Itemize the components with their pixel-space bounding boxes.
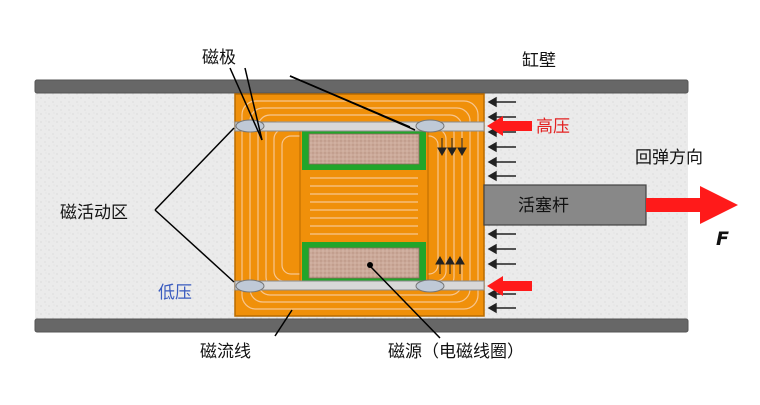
source-marker-dot <box>367 262 373 268</box>
label-active-zone: 磁活动区 <box>60 203 128 223</box>
label-piston-rod: 活塞杆 <box>518 196 569 216</box>
piston-rod <box>483 184 647 226</box>
label-force: F <box>716 228 729 250</box>
flux-lines-center <box>310 177 418 235</box>
leader-lines <box>154 67 441 339</box>
low-pressure-arrow <box>487 276 532 296</box>
label-high-pressure: 高压 <box>536 117 570 137</box>
force-arrow <box>646 186 738 224</box>
flow-arrows-up <box>435 255 465 274</box>
active-zone-top-right <box>415 119 445 133</box>
label-source: 磁源（电磁线圈） <box>388 342 524 362</box>
coil-top <box>308 133 420 165</box>
gap-top <box>234 121 485 132</box>
pressure-arrows-small <box>487 96 516 314</box>
label-rebound-direction: 回弹方向 <box>635 148 703 168</box>
label-low-pressure: 低压 <box>158 283 192 303</box>
coil-bottom <box>308 247 420 279</box>
label-wall: 缸壁 <box>522 50 556 71</box>
cylinder-wall-top <box>34 79 689 94</box>
core-middle <box>309 170 419 242</box>
flow-arrows-down <box>437 138 467 157</box>
high-pressure-arrow <box>487 116 532 136</box>
active-zone-bottom-left <box>235 279 265 293</box>
label-pole: 磁极 <box>202 48 236 68</box>
label-flux-line: 磁流线 <box>200 342 251 362</box>
gap-bottom <box>234 280 485 291</box>
active-zone-bottom-right <box>415 279 445 293</box>
cylinder-wall-bottom <box>34 318 689 333</box>
